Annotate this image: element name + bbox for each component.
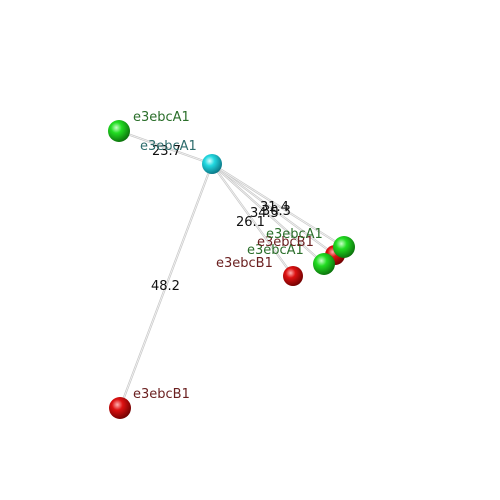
node-label-r_far: e3ebcB1 (257, 235, 314, 250)
edge-highlight-r_near (211, 163, 294, 277)
node-label-r_bottom: e3ebcB1 (133, 387, 190, 402)
node-label-g_mid: e3ebcA1 (247, 243, 304, 258)
node-g_top (108, 120, 130, 142)
edge-label-r_near: 26.1 (236, 215, 265, 230)
node-r_bottom (109, 397, 131, 419)
node-r_near (283, 266, 303, 286)
edge-highlight-r_far (211, 163, 336, 256)
edge-label-g_top: 23.7 (152, 144, 181, 159)
edge-highlight-g_top (118, 130, 213, 165)
node-label-g_top: e3ebcA1 (133, 110, 190, 125)
edge-label-r_far: 30.3 (262, 204, 291, 219)
edge-highlight-g_mid (211, 163, 325, 265)
node-g_mid (313, 253, 335, 275)
edge-highlight-r_bottom (119, 163, 213, 409)
edge-label-r_bottom: 48.2 (151, 279, 180, 294)
node-label-r_near: e3ebcB1 (216, 256, 273, 271)
edge-label-g_mid: 34.5 (250, 206, 279, 221)
edge-label-g_far: 31.4 (260, 200, 289, 215)
edge-labels-layer: 23.7 48.2 26.134.530.331.4 (151, 144, 291, 294)
nodes-layer (108, 120, 355, 419)
node-label-g_far: e3ebcA1 (266, 227, 323, 242)
node-labels-layer: e3ebcA1e3ebcA1e3ebcB1e3ebcB1e3ebcA1e3ebc… (133, 110, 323, 402)
edge-highlight-g_far (211, 163, 345, 248)
center-node (202, 154, 222, 174)
node-g_far (333, 236, 355, 258)
center-node-label: e3ebcA1 (140, 139, 197, 154)
edges-layer (117, 129, 346, 410)
